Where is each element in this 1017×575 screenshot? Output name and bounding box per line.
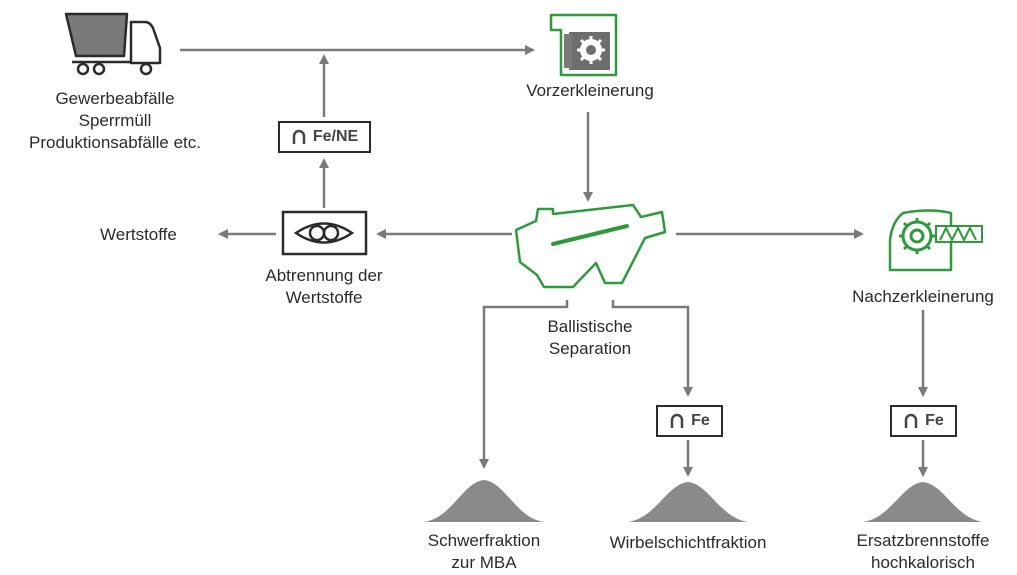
magnet-fe-ne-box: Fe/NE <box>278 121 371 153</box>
source-label: Gewerbeabfälle Sperrmüll Produktionsabfä… <box>10 88 220 154</box>
rdf-line-2: hochkalorisch <box>871 553 975 572</box>
source-line-1: Gewerbeabfälle <box>55 89 175 108</box>
pre-shredding-label: Vorzerkleinerung <box>526 81 654 100</box>
source-line-3: Produktionsabfälle etc. <box>29 133 201 152</box>
post-shredding-label: Nachzerkleinerung <box>852 287 994 306</box>
recyclables-separation-label: Abtrennung der Wertstoffe <box>244 265 404 309</box>
output-rdf-label: Ersatzbrennstoffe hochkalorisch <box>833 530 1013 574</box>
magnet-fe-right-box: Fe <box>890 405 957 437</box>
fine-shredder-icon <box>888 209 983 272</box>
flow-arrows <box>180 45 928 477</box>
magnet-fe-mid-box: Fe <box>656 405 723 437</box>
source-line-2: Sperrmüll <box>78 111 152 130</box>
arrow-separator-to-heavy <box>479 300 569 469</box>
arrow-separator-to-fe-mid <box>611 300 693 397</box>
ballistic-line-1: Ballistische <box>547 317 633 336</box>
magnet-fe-right-label: Fe <box>925 412 944 429</box>
output-fluidized-label: Wirbelschichtfraktion <box>609 533 767 552</box>
heavy-line-1: Schwerfraktion <box>427 531 541 550</box>
pile-heavy <box>424 480 544 522</box>
magnet-icon <box>292 129 306 144</box>
recyclables-label: Wertstoffe <box>100 225 177 244</box>
shredder-icon <box>549 13 618 77</box>
ballistic-separation-label: Ballistische Separation <box>530 316 650 360</box>
pile-rdf <box>863 482 983 522</box>
pile-fluidized <box>628 482 748 522</box>
truck-icon <box>64 12 162 76</box>
magnet-icon <box>670 413 684 428</box>
magnet-icon <box>904 413 918 428</box>
separation-line-2: Wertstoffe <box>285 288 363 307</box>
magnet-fe-ne-label: Fe/NE <box>312 128 359 145</box>
magnet-fe-mid-label: Fe <box>691 412 710 429</box>
ballistic-separator-icon <box>514 203 667 289</box>
ballistic-line-2: Separation <box>548 339 632 358</box>
eye-sensor-icon <box>281 210 368 256</box>
separation-line-1: Abtrennung der <box>265 266 383 285</box>
pile-icon <box>424 480 983 522</box>
rdf-line-1: Ersatzbrennstoffe <box>856 531 990 550</box>
output-heavy-label: Schwerfraktion zur MBA <box>404 530 564 574</box>
heavy-line-2: zur MBA <box>451 553 517 572</box>
